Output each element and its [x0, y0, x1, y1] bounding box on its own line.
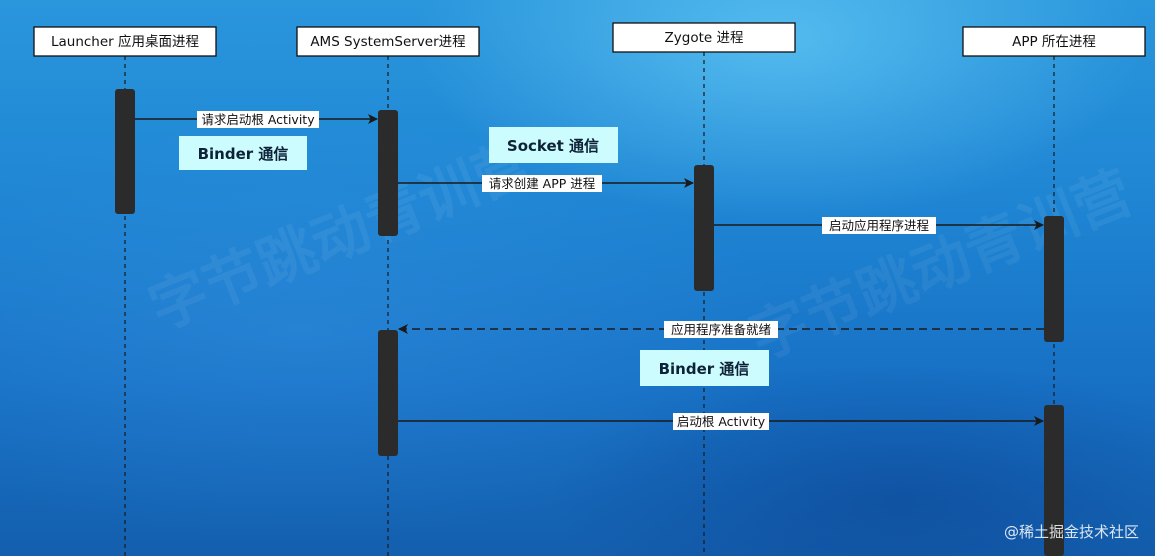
note-socket: Socket 通信 — [489, 127, 618, 163]
activations — [115, 89, 1064, 556]
message-4-label: 应用程序准备就绪 — [671, 322, 771, 337]
note-binder-1: Binder 通信 — [179, 136, 307, 170]
participant-zygote[interactable]: Zygote 进程 — [612, 22, 796, 53]
note-binder-1-label: Binder 通信 — [198, 145, 289, 163]
activation-ams-2 — [378, 330, 398, 456]
watermark-text-2: 字节跳动青训营 — [740, 158, 1142, 373]
message-1: 请求启动根 Activity — [135, 111, 378, 128]
participant-app-label: APP 所在进程 — [1012, 34, 1096, 50]
message-5-label: 启动根 Activity — [677, 414, 766, 429]
activation-app-1 — [1044, 216, 1064, 342]
message-3-label: 启动应用程序进程 — [829, 218, 930, 233]
participant-zygote-label: Zygote 进程 — [665, 30, 744, 46]
message-4: 应用程序准备就绪 — [398, 321, 1044, 338]
message-5: 启动根 Activity — [398, 413, 1044, 430]
note-binder-2: Binder 通信 — [640, 350, 769, 386]
participant-launcher-label: Launcher 应用桌面进程 — [51, 33, 199, 50]
participant-app[interactable]: APP 所在进程 — [962, 26, 1146, 57]
activation-zygote — [694, 165, 714, 291]
footer-credit: @稀土掘金技术社区 — [1003, 523, 1139, 541]
message-1-label: 请求启动根 Activity — [201, 112, 315, 127]
participant-launcher[interactable]: Launcher 应用桌面进程 — [33, 26, 217, 57]
note-socket-label: Socket 通信 — [507, 137, 599, 155]
note-binder-2-label: Binder 通信 — [659, 360, 750, 378]
participant-ams[interactable]: AMS SystemServer进程 — [296, 26, 480, 57]
message-3: 启动应用程序进程 — [714, 217, 1044, 234]
participant-ams-label: AMS SystemServer进程 — [310, 34, 465, 50]
activation-launcher — [115, 89, 135, 214]
activation-ams-1 — [378, 110, 398, 236]
message-2-label: 请求创建 APP 进程 — [489, 176, 596, 191]
message-2: 请求创建 APP 进程 — [398, 175, 694, 192]
activation-app-2 — [1044, 405, 1064, 556]
